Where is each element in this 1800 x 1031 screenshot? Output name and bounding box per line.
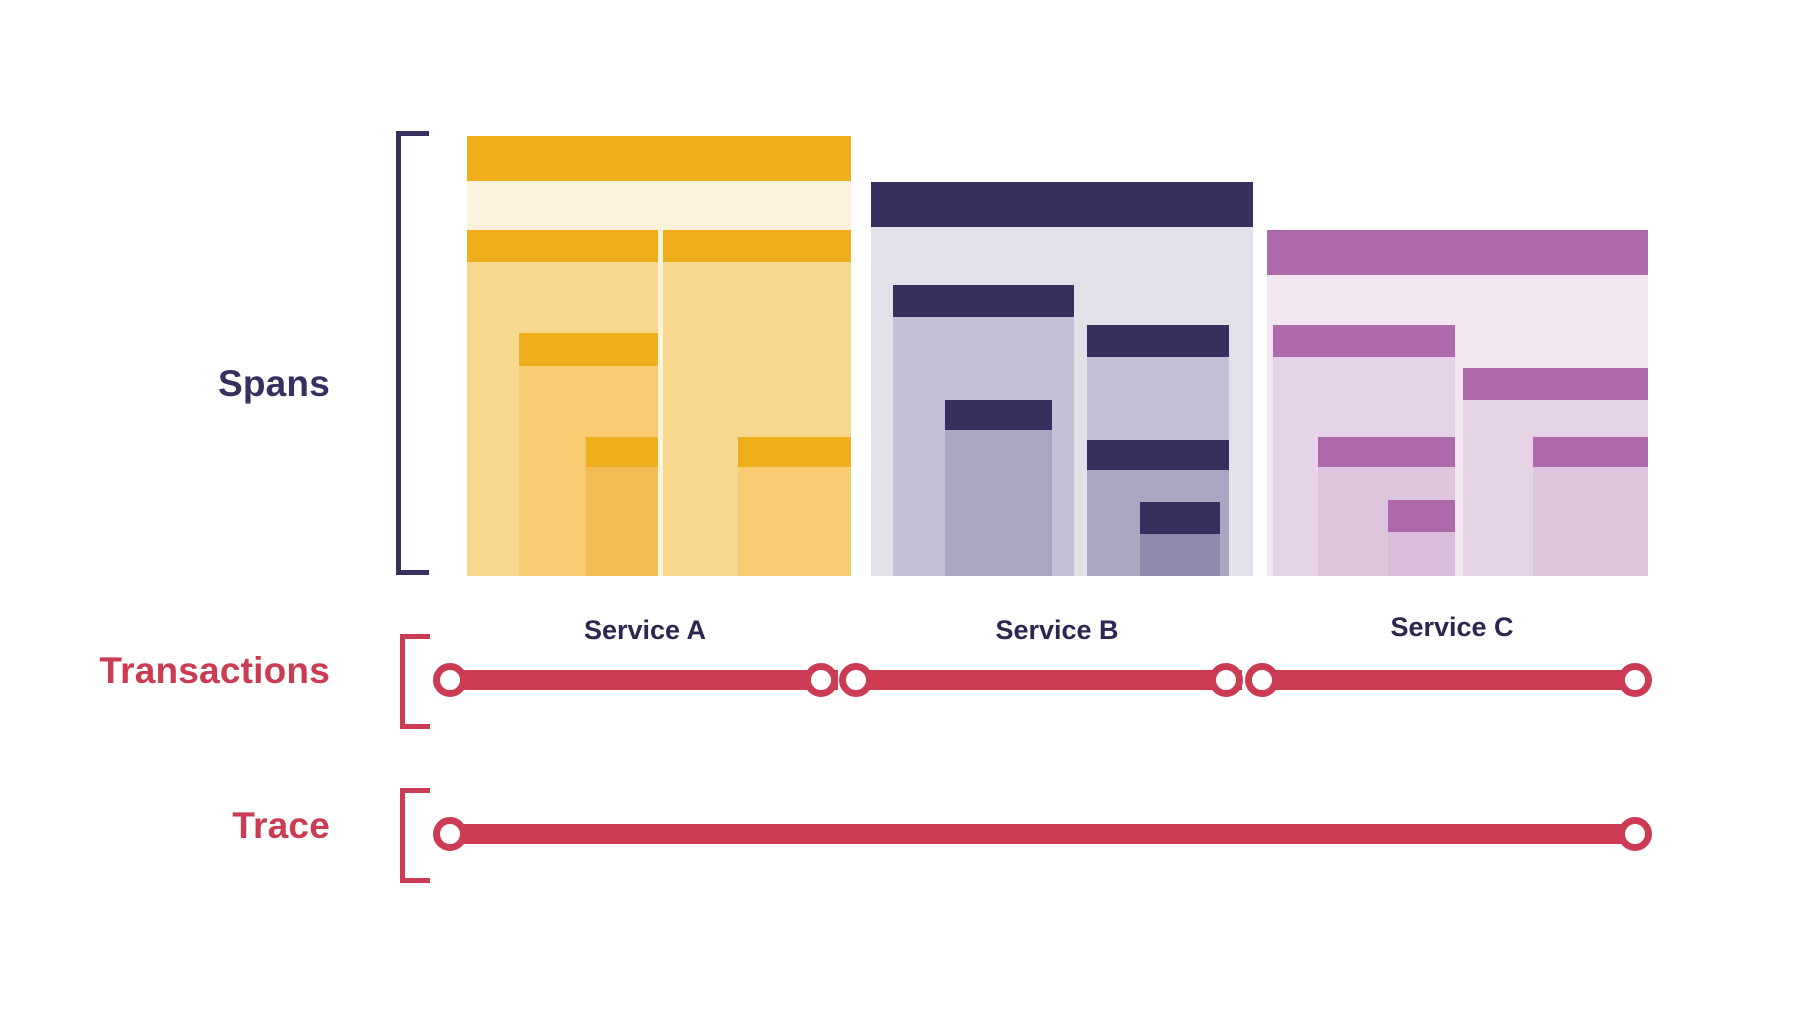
span-bar — [586, 437, 658, 576]
span-bar — [1388, 500, 1455, 576]
trace-line[interactable] — [460, 824, 1635, 844]
span-header — [1267, 230, 1648, 275]
span-header — [1533, 437, 1648, 467]
span-header — [467, 136, 851, 181]
transaction-line[interactable] — [866, 670, 1242, 690]
spans-bracket — [396, 131, 429, 575]
transaction-start-dot[interactable] — [1245, 663, 1279, 697]
span-header — [663, 230, 851, 262]
trace-end-dot[interactable] — [1618, 817, 1652, 851]
transaction-start-dot[interactable] — [839, 663, 873, 697]
service-label-service-a: Service A — [583, 615, 707, 645]
span-header — [586, 437, 658, 467]
transaction-end-dot[interactable] — [1618, 663, 1652, 697]
spans-label: Spans — [217, 363, 330, 404]
transaction-end-dot[interactable] — [1209, 663, 1243, 697]
span-bar — [738, 437, 851, 576]
trace-label: Trace — [232, 805, 330, 846]
trace-start-dot[interactable] — [433, 817, 467, 851]
span-bar — [1533, 437, 1648, 576]
transaction-line[interactable] — [1272, 670, 1636, 690]
transaction-start-dot[interactable] — [433, 663, 467, 697]
span-header — [1273, 325, 1455, 357]
trace-bracket — [400, 788, 430, 883]
span-header — [1463, 368, 1648, 400]
transactions-label: Transactions — [99, 650, 330, 691]
span-header — [738, 437, 851, 467]
transactions-bracket — [400, 634, 430, 729]
span-header — [871, 182, 1253, 227]
span-header — [1087, 440, 1229, 470]
span-header — [945, 400, 1052, 430]
span-header — [467, 230, 658, 262]
span-header — [519, 333, 658, 366]
span-bar — [945, 400, 1052, 576]
service-label-service-b: Service B — [995, 615, 1119, 645]
service-label-service-c: Service C — [1390, 612, 1514, 642]
span-header — [1318, 437, 1455, 467]
transaction-line[interactable] — [460, 670, 838, 690]
transaction-end-dot[interactable] — [804, 663, 838, 697]
span-header — [1388, 500, 1455, 532]
span-header — [1140, 502, 1220, 534]
span-bar — [1140, 502, 1220, 576]
span-header — [893, 285, 1074, 317]
span-header — [1087, 325, 1229, 357]
